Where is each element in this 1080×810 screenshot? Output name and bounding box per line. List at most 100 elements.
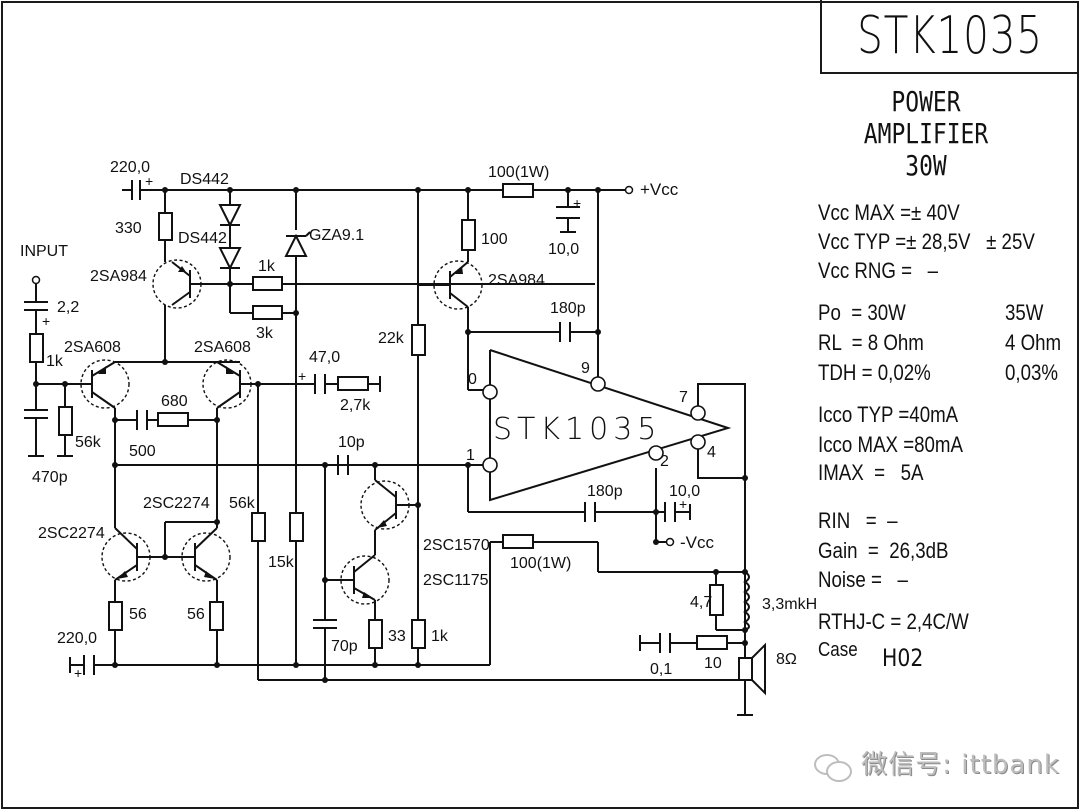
resistor-100-1w-bottom — [502, 534, 534, 549]
pin-label-2: 2 — [660, 453, 669, 470]
capacitor-47 — [300, 374, 326, 394]
junction-dot — [322, 462, 328, 468]
polarity-plus: + — [74, 665, 82, 681]
resistor-2k7 — [337, 376, 369, 391]
capacitor-500 — [136, 410, 148, 430]
label-q-2sc1175: 2SC1175 — [423, 572, 489, 589]
part-description: POWER AMPLIFIER 30W — [831, 86, 1021, 182]
label-q-2sc2274-a: 2SC2274 — [38, 525, 105, 542]
spec-icco-max: Icco MAX =80mA — [818, 432, 963, 457]
label-d-ds442-b: DS442 — [178, 230, 227, 247]
label-c-220-bottom: 220,0 — [57, 630, 97, 647]
junctions — [33, 187, 748, 683]
transistor-2sc1570 — [360, 479, 410, 531]
resistor-100 — [461, 219, 476, 251]
ic-pin-4 — [690, 434, 706, 450]
label-r-680: 680 — [161, 393, 188, 410]
spec-vcc-max: Vcc MAX =± 40V — [818, 200, 960, 225]
spec-rin: RIN = – — [818, 508, 898, 533]
capacitor-470p — [24, 409, 48, 432]
wechat-icon — [812, 752, 852, 782]
junction-dot — [214, 662, 220, 668]
description-text: POWER AMPLIFIER — [863, 85, 989, 150]
transistor-2sc2274-right — [181, 527, 231, 582]
label-c-470p: 470p — [32, 469, 68, 486]
capacitor-10-bottom — [664, 502, 676, 522]
label-c-47: 47,0 — [309, 349, 340, 366]
pin-label-4: 4 — [707, 444, 716, 461]
power-rating: 30W — [905, 149, 947, 182]
resistor-4-7 — [709, 584, 724, 616]
polarity-plus: + — [298, 368, 306, 384]
resistor-3k — [252, 305, 283, 320]
junction-dot — [255, 381, 261, 387]
transistor-2sa608-right — [202, 359, 252, 409]
ic-pin-1 — [482, 457, 498, 473]
label-r-100-1w-top: 100(1W) — [488, 164, 549, 181]
label-q-2sa984-a: 2SA984 — [90, 268, 147, 285]
capacitor-180p-bottom — [584, 502, 596, 522]
capacitor-220-bottom — [83, 655, 95, 675]
capacitor-180p-top — [559, 322, 571, 342]
spec-rl-alt: 4 Ohm — [1005, 330, 1062, 355]
resistor-1k-vas — [411, 619, 426, 649]
spec-tdh-alt: 0,03% — [1005, 360, 1059, 385]
label-d-ds442-a: DS442 — [180, 171, 229, 188]
junction-dot — [62, 381, 68, 387]
spec-vcc-rng: Vcc RNG = – — [818, 258, 939, 283]
label-r-56-a: 56 — [129, 606, 147, 623]
pin-label-7: 7 — [679, 389, 688, 406]
part-number: STK1035 — [857, 6, 1043, 66]
label-c-10-top: 10,0 — [548, 241, 579, 258]
junction-dot — [465, 187, 471, 193]
label-r-10: 10 — [704, 655, 722, 672]
junction-dot — [372, 462, 378, 468]
label-r-2k7: 2,7k — [340, 397, 371, 414]
junction-dot — [214, 417, 220, 423]
junction-dot — [415, 662, 421, 668]
capacitor-10p — [337, 455, 349, 475]
junction-dot — [322, 677, 328, 683]
label-r-1k-bias: 1k — [258, 258, 276, 275]
resistor-33 — [368, 619, 383, 649]
label-l-3-3: 3,3mkH — [762, 596, 817, 613]
polarity-plus: + — [42, 313, 50, 329]
junction-dot — [595, 187, 601, 193]
junction-dot — [653, 509, 659, 515]
output-wire — [697, 383, 746, 479]
junction-dot — [415, 502, 421, 508]
label-r-330: 330 — [115, 220, 142, 237]
transistor-2sc1175 — [340, 554, 390, 605]
positive-supply-terminal — [624, 185, 634, 195]
polarity-plus: + — [145, 173, 153, 189]
negative-supply-terminal — [665, 537, 675, 547]
input-label: INPUT — [20, 243, 68, 260]
resistor-100-1w-top — [502, 183, 534, 198]
label-negative-supply: -Vcc — [680, 533, 715, 552]
watermark-text: 微信号: ittbank — [861, 750, 1060, 780]
junction-dot — [653, 539, 659, 545]
label-q-2sa984-b: 2SA984 — [488, 272, 545, 289]
ic-label: STK1035 — [493, 412, 661, 447]
junction-dot — [112, 417, 118, 423]
ic-pin-9 — [590, 376, 606, 392]
label-c-input: 2,2 — [57, 299, 79, 316]
spec-tdh: TDH = 0,02% — [818, 360, 931, 385]
input-terminal — [31, 275, 41, 285]
junction-dot — [112, 462, 118, 468]
junction-dot — [465, 329, 471, 335]
junction-dot — [565, 187, 571, 193]
resistor-15k — [289, 512, 304, 542]
spec-rthj: RTHJ-C = 2,4C/W — [818, 609, 969, 634]
junction-dot — [595, 329, 601, 335]
zener-diode-gza9-1 — [284, 231, 311, 257]
label-c-220-top: 220,0 — [110, 159, 150, 176]
junction-dot — [372, 662, 378, 668]
spec-case-value: H02 — [882, 644, 924, 672]
label-r-3k: 3k — [256, 325, 274, 342]
resistor-22k — [411, 324, 426, 356]
resistor-330 — [158, 212, 173, 241]
polarity-plus: + — [679, 496, 687, 512]
label-z-gza: GZA9.1 — [309, 227, 364, 244]
